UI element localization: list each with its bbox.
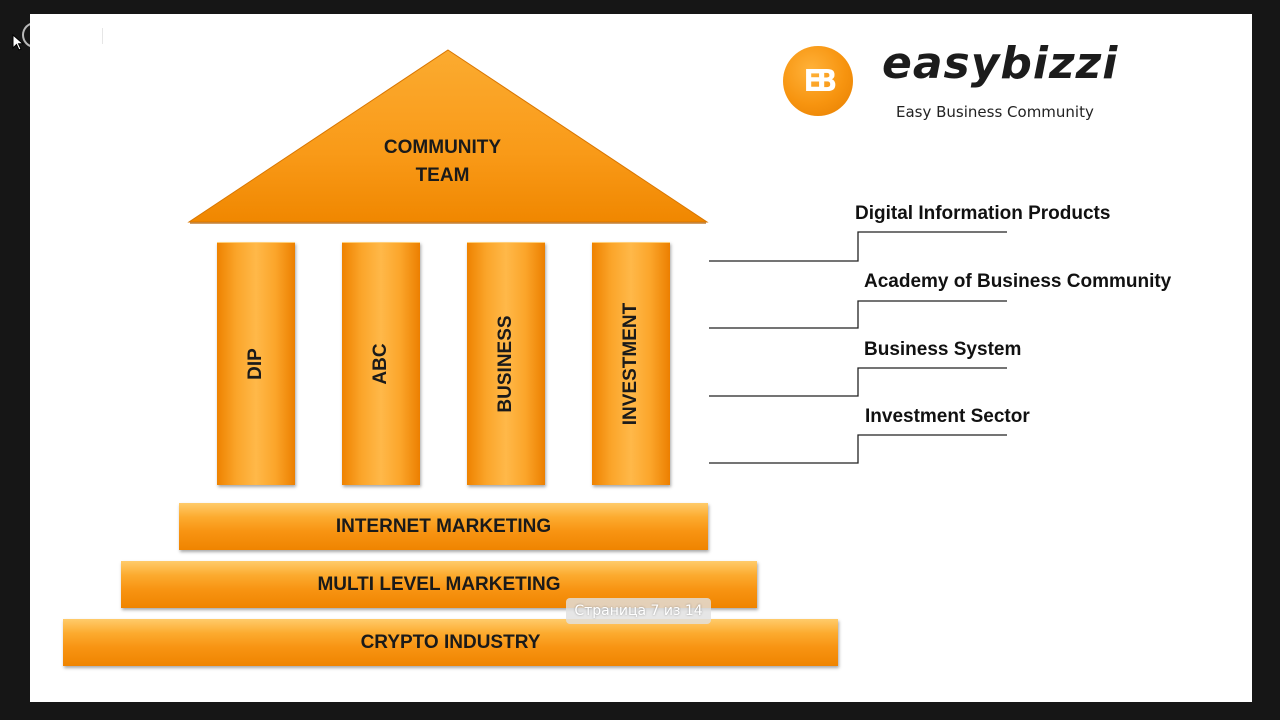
pillar-dip: DIP [217,242,295,485]
arrow-cursor-icon [12,34,25,51]
temple-roof [187,49,709,224]
label-business-system: Business System [864,339,1022,360]
brand-tagline: Easy Business Community [896,103,1094,121]
pillar-investment: INVESTMENT [592,242,670,485]
roof-title-line-1: COMMUNITY [383,137,502,158]
step-internet-marketing: INTERNET MARKETING [179,503,708,550]
pillar-abc: ABC [342,242,420,485]
step-crypto-industry: CRYPTO INDUSTRY [63,619,838,666]
loading-ring-icon [22,22,48,48]
step-label: CRYPTO INDUSTRY [360,631,541,653]
connector-business [709,367,1007,397]
label-academy-of-business-community: Academy of Business Community [864,271,1172,292]
brand-name: easybizzi [882,38,1119,89]
step-label: INTERNET MARKETING [335,515,552,537]
page-indicator: Страница 7 из 14 [566,598,711,624]
roof-title: COMMUNITY TEAM [340,134,545,190]
roof-title-line-2: TEAM [415,165,470,186]
connector-dip [709,231,1007,262]
label-digital-information-products: Digital Information Products [855,203,1111,224]
pillar-business: BUSINESS [467,242,545,485]
label-investment-sector: Investment Sector [865,406,1030,427]
connector-abc [709,300,1007,329]
step-label: MULTI LEVEL MARKETING [317,573,561,595]
brand-logo-icon: EB [783,46,853,116]
divider [102,28,103,44]
connector-investment [709,434,1007,464]
